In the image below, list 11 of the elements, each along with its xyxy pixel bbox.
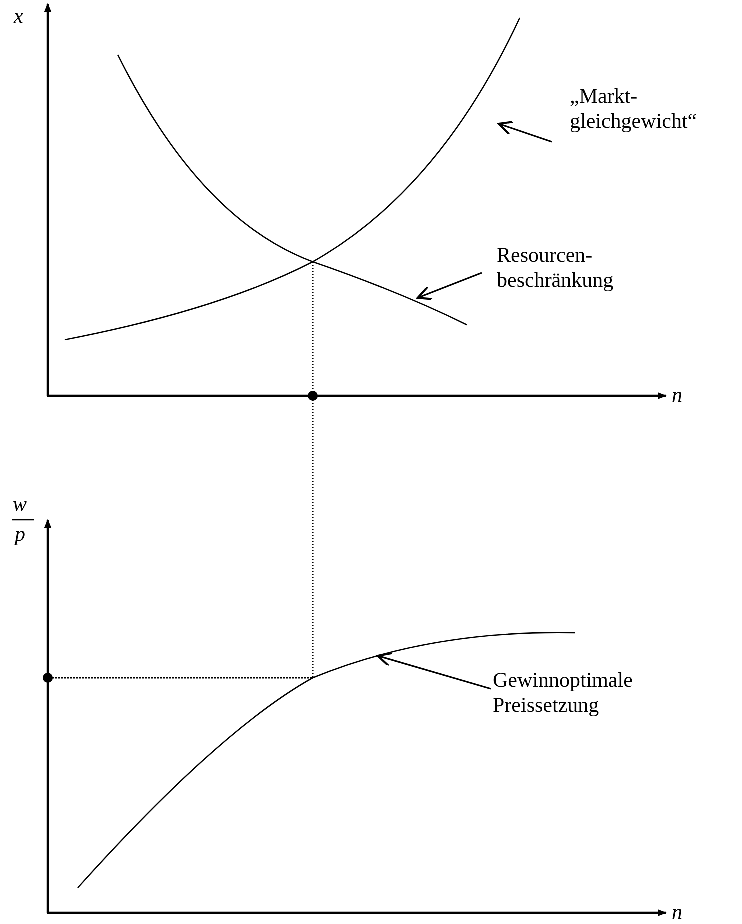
axis-label: n (672, 383, 682, 408)
axis-label: p (15, 522, 26, 547)
axis-label: w (13, 492, 28, 517)
axis-label: x (14, 4, 24, 29)
curve-label: Gewinnoptimale Preissetzung (493, 668, 693, 718)
leader-arrow (498, 120, 552, 143)
curve-label: „Markt- gleichgewicht“ (570, 84, 740, 134)
leader-arrow (416, 272, 482, 300)
leader-arrow (376, 652, 492, 690)
axis-label: n (672, 900, 682, 924)
curve-label: Resourcen- beschränkung (497, 243, 667, 293)
